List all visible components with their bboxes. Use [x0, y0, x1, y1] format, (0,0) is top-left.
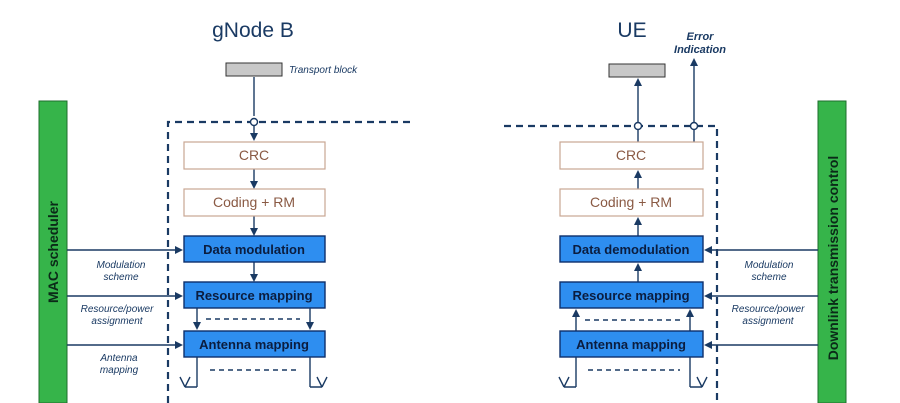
- antenna-icon: [558, 376, 576, 388]
- data-demodulation-box: [559, 235, 704, 263]
- transport-block-label: Transport block: [289, 65, 358, 76]
- antenna-mapping-box-ue: [559, 330, 704, 358]
- resource-mapping-box: [183, 281, 326, 309]
- antenna-mapping-label-ue: Antenna mapping: [576, 337, 686, 352]
- coding-label-ue: Coding + RM: [590, 194, 672, 210]
- gnodeb-title: gNode B: [212, 19, 294, 42]
- antenna-icon: [179, 376, 197, 388]
- antenna-icon: [310, 376, 328, 388]
- error-label-1: Error: [687, 31, 715, 43]
- crc-label-ue: CRC: [616, 147, 646, 163]
- annotation-antenna-2: mapping: [100, 365, 139, 376]
- transport-block: [225, 62, 283, 77]
- junction: [633, 121, 643, 131]
- annotation-resource-ue-1: Resource/power: [732, 304, 805, 315]
- data-demodulation-label: Data demodulation: [572, 242, 689, 257]
- annotation-modulation-ue-1: Modulation: [745, 260, 794, 271]
- annotation-modulation-2: scheme: [103, 272, 138, 283]
- junction: [249, 117, 259, 127]
- mac-scheduler-label: MAC scheduler: [45, 200, 61, 302]
- downlink-control-label: Downlink transmission control: [825, 156, 841, 361]
- annotation-resource-1: Resource/power: [81, 304, 154, 315]
- gnodeb-frame: [166, 120, 412, 403]
- antenna-icon: [690, 376, 708, 388]
- resource-mapping-label-ue: Resource mapping: [572, 288, 689, 303]
- coding-box: [183, 188, 326, 217]
- junction: [689, 121, 699, 131]
- crc-box-ue: [559, 141, 704, 170]
- mac-scheduler-bar: [38, 100, 68, 403]
- annotation-antenna-1: Antenna: [99, 353, 138, 364]
- annotation-modulation-1: Modulation: [97, 260, 146, 271]
- crc-label: CRC: [239, 147, 269, 163]
- ue-frame: [504, 124, 719, 403]
- ue-title: UE: [617, 19, 646, 42]
- coding-box-ue: [559, 188, 704, 217]
- annotation-modulation-ue-2: scheme: [751, 272, 786, 283]
- resource-mapping-label: Resource mapping: [195, 288, 312, 303]
- coding-label: Coding + RM: [213, 194, 295, 210]
- annotation-resource-ue-2: assignment: [742, 316, 794, 327]
- antenna-mapping-box: [183, 330, 326, 358]
- resource-mapping-box-ue: [559, 281, 704, 309]
- antenna-mapping-label: Antenna mapping: [199, 337, 309, 352]
- error-label-2: Indication: [674, 44, 726, 56]
- data-modulation-label: Data modulation: [203, 242, 305, 257]
- annotation-resource-2: assignment: [91, 316, 143, 327]
- crc-box: [183, 141, 326, 170]
- output-block: [608, 63, 666, 78]
- data-modulation-box: [183, 235, 326, 263]
- downlink-control-bar: [817, 100, 847, 403]
